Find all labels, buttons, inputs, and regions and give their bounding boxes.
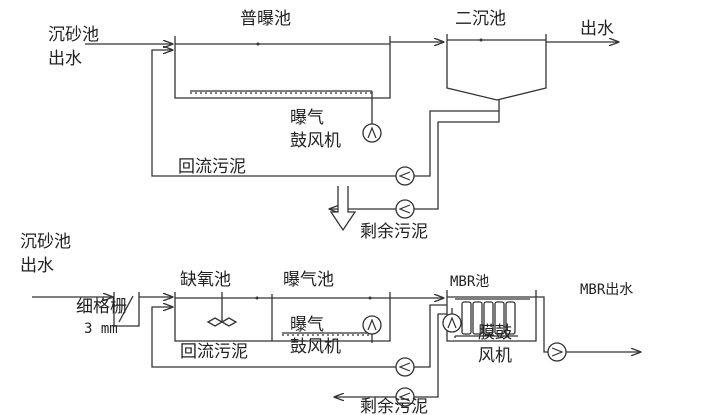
aeration-tank-label: 曝气池 (283, 270, 334, 290)
return-sludge-pipe (414, 304, 447, 368)
return-pump-icon (395, 357, 415, 377)
membrane-blower-icon (442, 313, 462, 333)
blower-icon (362, 315, 382, 335)
return-sludge-pipe (414, 100, 500, 177)
outlet-label: MBR出水 (580, 282, 633, 298)
blower-label: 曝气 (290, 315, 324, 335)
excess-sludge-label: 剩余污泥 (360, 222, 428, 242)
blower-label-2: 鼓风机 (290, 337, 341, 357)
anoxic-tank (174, 292, 391, 342)
inlet-label-2: 出水 (20, 256, 54, 276)
return-line (151, 307, 396, 368)
conventional-process: 沉砂池 出水 普曝池 曝气 鼓风机 二沉池 出水 回流污泥 剩余污泥 (48, 9, 618, 242)
mbr-tank (446, 290, 537, 342)
permeate-pipe (536, 296, 548, 353)
screen-size-label: 3 mm (84, 321, 118, 337)
blower-label-2: 鼓风机 (290, 131, 341, 151)
permeate-pump-icon (547, 342, 567, 362)
excess-sludge-pipe (414, 313, 447, 398)
mbr-process: 沉砂池 出水 细格栅 3 mm 缺氧池 曝气池 曝气 鼓风机 (20, 232, 640, 415)
blower-label: 曝气 (290, 108, 324, 128)
return-sludge-label: 回流污泥 (178, 157, 246, 177)
aeration-tank-label: 普曝池 (240, 9, 291, 29)
clarifier-label: 二沉池 (455, 9, 506, 29)
return-pump-icon (395, 166, 415, 186)
inlet-label: 沉砂池 (48, 25, 99, 45)
outlet-label: 出水 (580, 19, 614, 39)
fine-screen (113, 292, 140, 327)
membrane-blower-label-2: 风机 (478, 346, 512, 366)
mixer-icon (206, 292, 238, 327)
upgrade-arrow-icon (329, 186, 357, 232)
excess-sludge-label: 剩余污泥 (360, 397, 428, 415)
return-line (151, 50, 396, 177)
membrane-blower-label: 膜鼓 (478, 323, 512, 343)
secondary-clarifier (446, 34, 547, 101)
return-sludge-label: 回流污泥 (180, 342, 248, 362)
excess-sludge-pipe (414, 111, 500, 210)
mbr-tank-label: MBR池 (450, 274, 489, 290)
screen-label: 细格栅 (76, 297, 127, 317)
inlet-label-2: 出水 (48, 49, 82, 69)
blower-icon (362, 123, 382, 143)
inlet-label: 沉砂池 (20, 232, 71, 252)
excess-pump-icon (395, 199, 415, 219)
anoxic-tank-label: 缺氧池 (180, 270, 231, 290)
aeration-tank (174, 36, 391, 99)
